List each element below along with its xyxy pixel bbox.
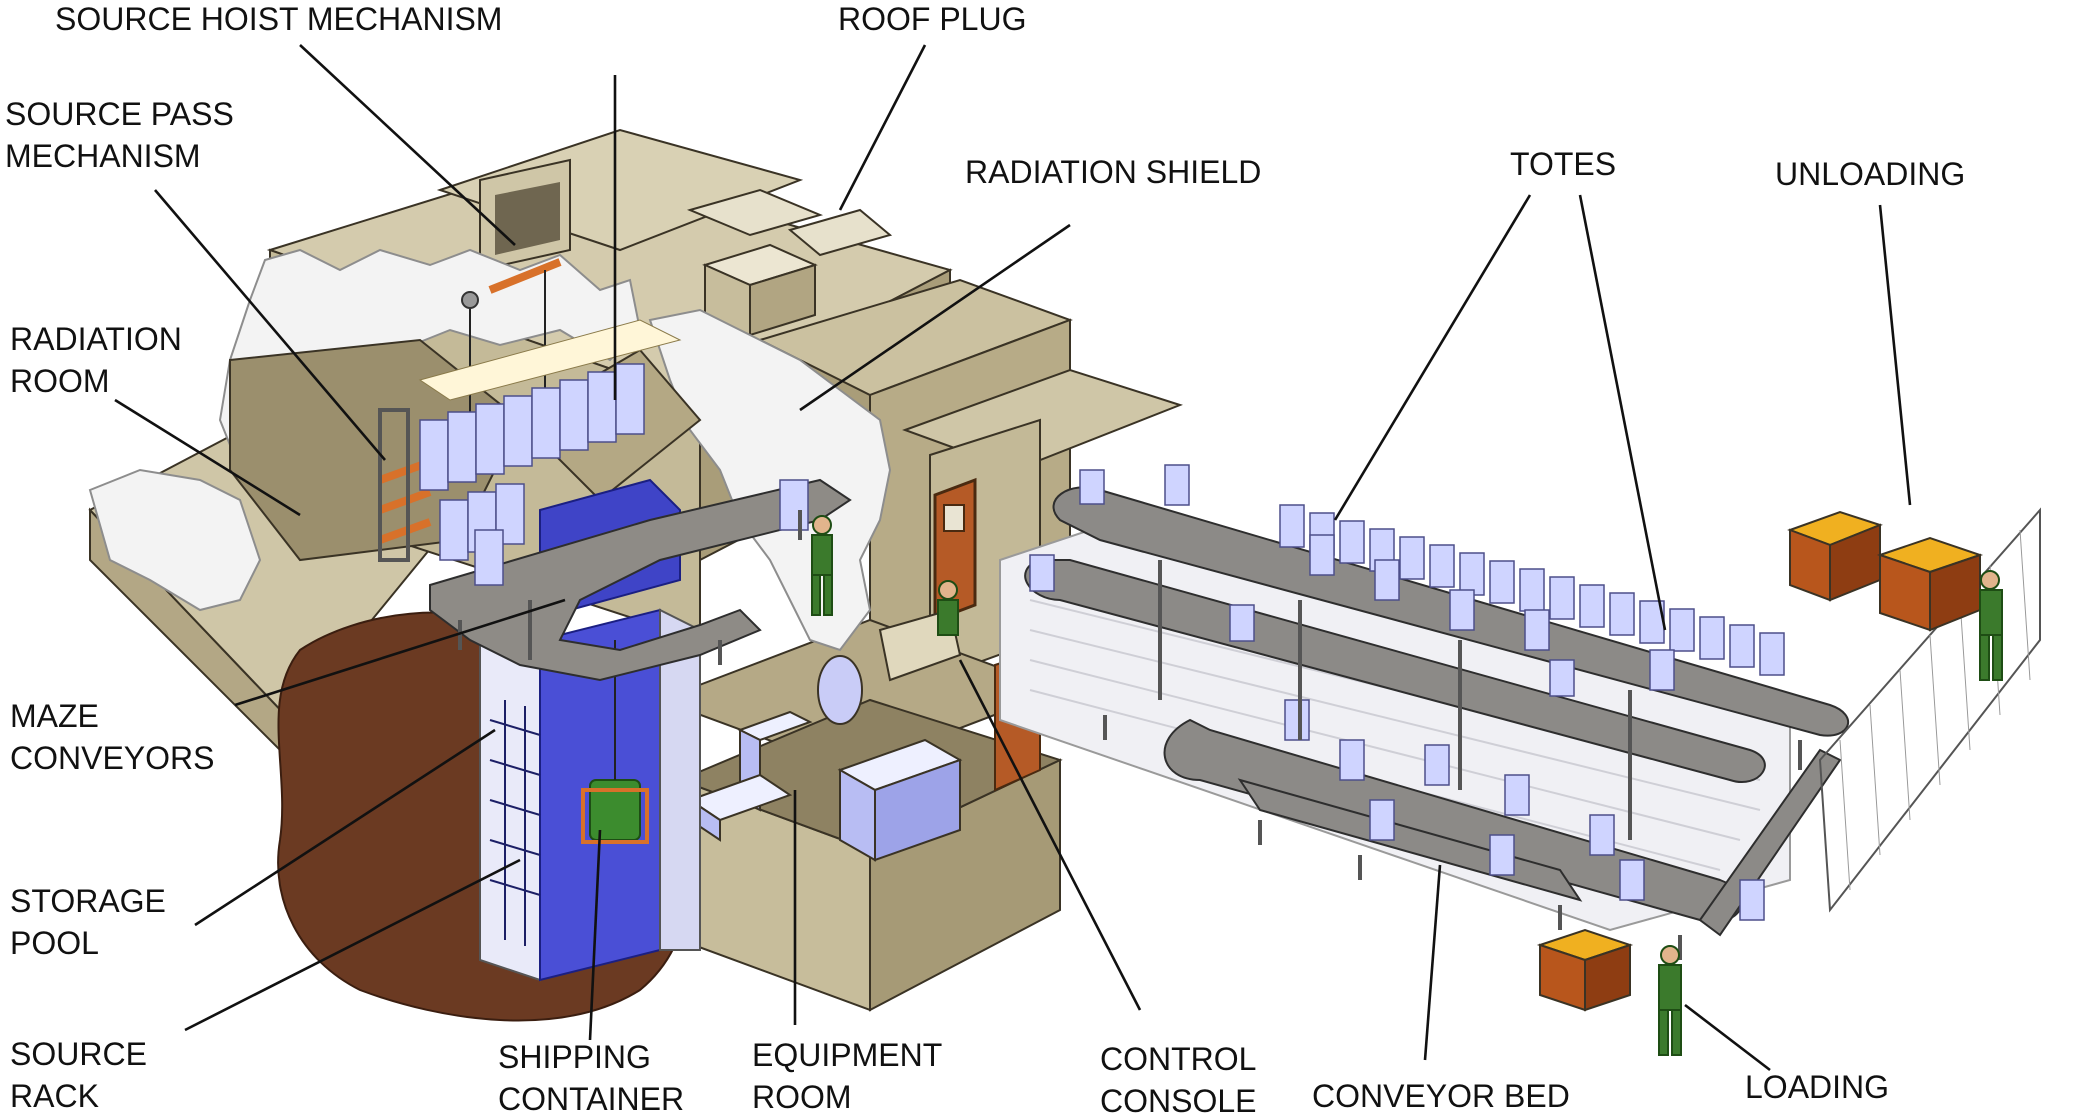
shipping-container-frame: [581, 788, 649, 844]
pool-shaft-left-wall: [479, 618, 541, 982]
leader-loading: [1684, 1003, 1771, 1072]
leader-source-rack: [184, 858, 521, 1032]
pool-shaft-right-wall: [659, 608, 701, 951]
roof-plug-box-c-side: [749, 263, 816, 337]
label-loading: LOADING: [1745, 1069, 1889, 1105]
leader-totes-1: [1333, 194, 1532, 521]
leader-lines: [114, 44, 1912, 1072]
outer-conveyor-legs: [1103, 560, 1802, 960]
worker-maze: [811, 515, 833, 616]
label-source-hoist-mechanism: SOURCE HOIST MECHANISM: [55, 1, 502, 37]
mid-conveyor-loop: [1024, 559, 1766, 783]
leader-maze-conveyors: [234, 598, 566, 707]
label-unloading: UNLOADING: [1775, 156, 1965, 192]
leader-source-pass: [154, 189, 386, 461]
equipment-tank: [817, 655, 863, 725]
leader-storage-pool: [194, 728, 496, 927]
upper-tote-row: [1279, 504, 1785, 676]
leader-radiation-shield: [799, 223, 1071, 412]
leader-totes-2: [1578, 194, 1667, 631]
hoist-arm: [488, 258, 562, 294]
leader-control-console: [958, 659, 1142, 1011]
source-rack-grid: [489, 700, 541, 946]
roof-plug-box-a: [686, 188, 824, 237]
workers: [811, 515, 2003, 1056]
access-door-window: [943, 504, 965, 532]
leader-source-hoist: [299, 44, 516, 246]
hoist-pulley: [461, 291, 479, 309]
leader-radiation-room: [114, 398, 301, 517]
label-roof-plug: ROOF PLUG: [838, 1, 1026, 37]
leader-shipping-container: [588, 829, 602, 1041]
worker-loading: [1658, 945, 1682, 1056]
loading-pallet-side: [1584, 943, 1631, 1012]
cutaway-concrete-base: [88, 468, 262, 612]
labels: SOURCE HOIST MECHANISM ROOF PLUG SOURCE …: [5, 1, 1965, 1118]
facility-building: [88, 128, 1183, 1012]
outer-conveyor-system: [999, 464, 1850, 960]
worker-unloading: [1979, 570, 2003, 681]
leader-unloading: [1878, 204, 1912, 506]
maze-conveyor-group: [418, 319, 852, 682]
leader-roof-plug: [838, 44, 927, 211]
leader-conveyor-bed: [1423, 864, 1442, 1061]
safety-fence-mesh: [1839, 529, 2031, 891]
hoist-housing-opening: [495, 182, 560, 255]
worker-control: [937, 580, 959, 636]
label-radiation-shield: RADIATION SHIELD: [965, 154, 1261, 190]
pass-mechanism-rod-3: [378, 518, 432, 544]
storage-pool-group: [277, 608, 701, 1022]
pass-mechanism-frame: [378, 408, 410, 562]
loading-ramp-conveyor: [1698, 748, 1842, 937]
scattered-totes: [1029, 464, 1765, 921]
maze-tote-stack: [419, 363, 809, 586]
label-totes: TOTES: [1510, 146, 1616, 182]
equipment-box-2-side: [874, 758, 961, 862]
label-conveyor-bed: CONVEYOR BED: [1312, 1078, 1570, 1114]
roof-plug-box-b: [787, 208, 893, 257]
pass-mechanism-rod-2: [378, 488, 432, 514]
maze-conveyor-belt: [429, 478, 852, 682]
